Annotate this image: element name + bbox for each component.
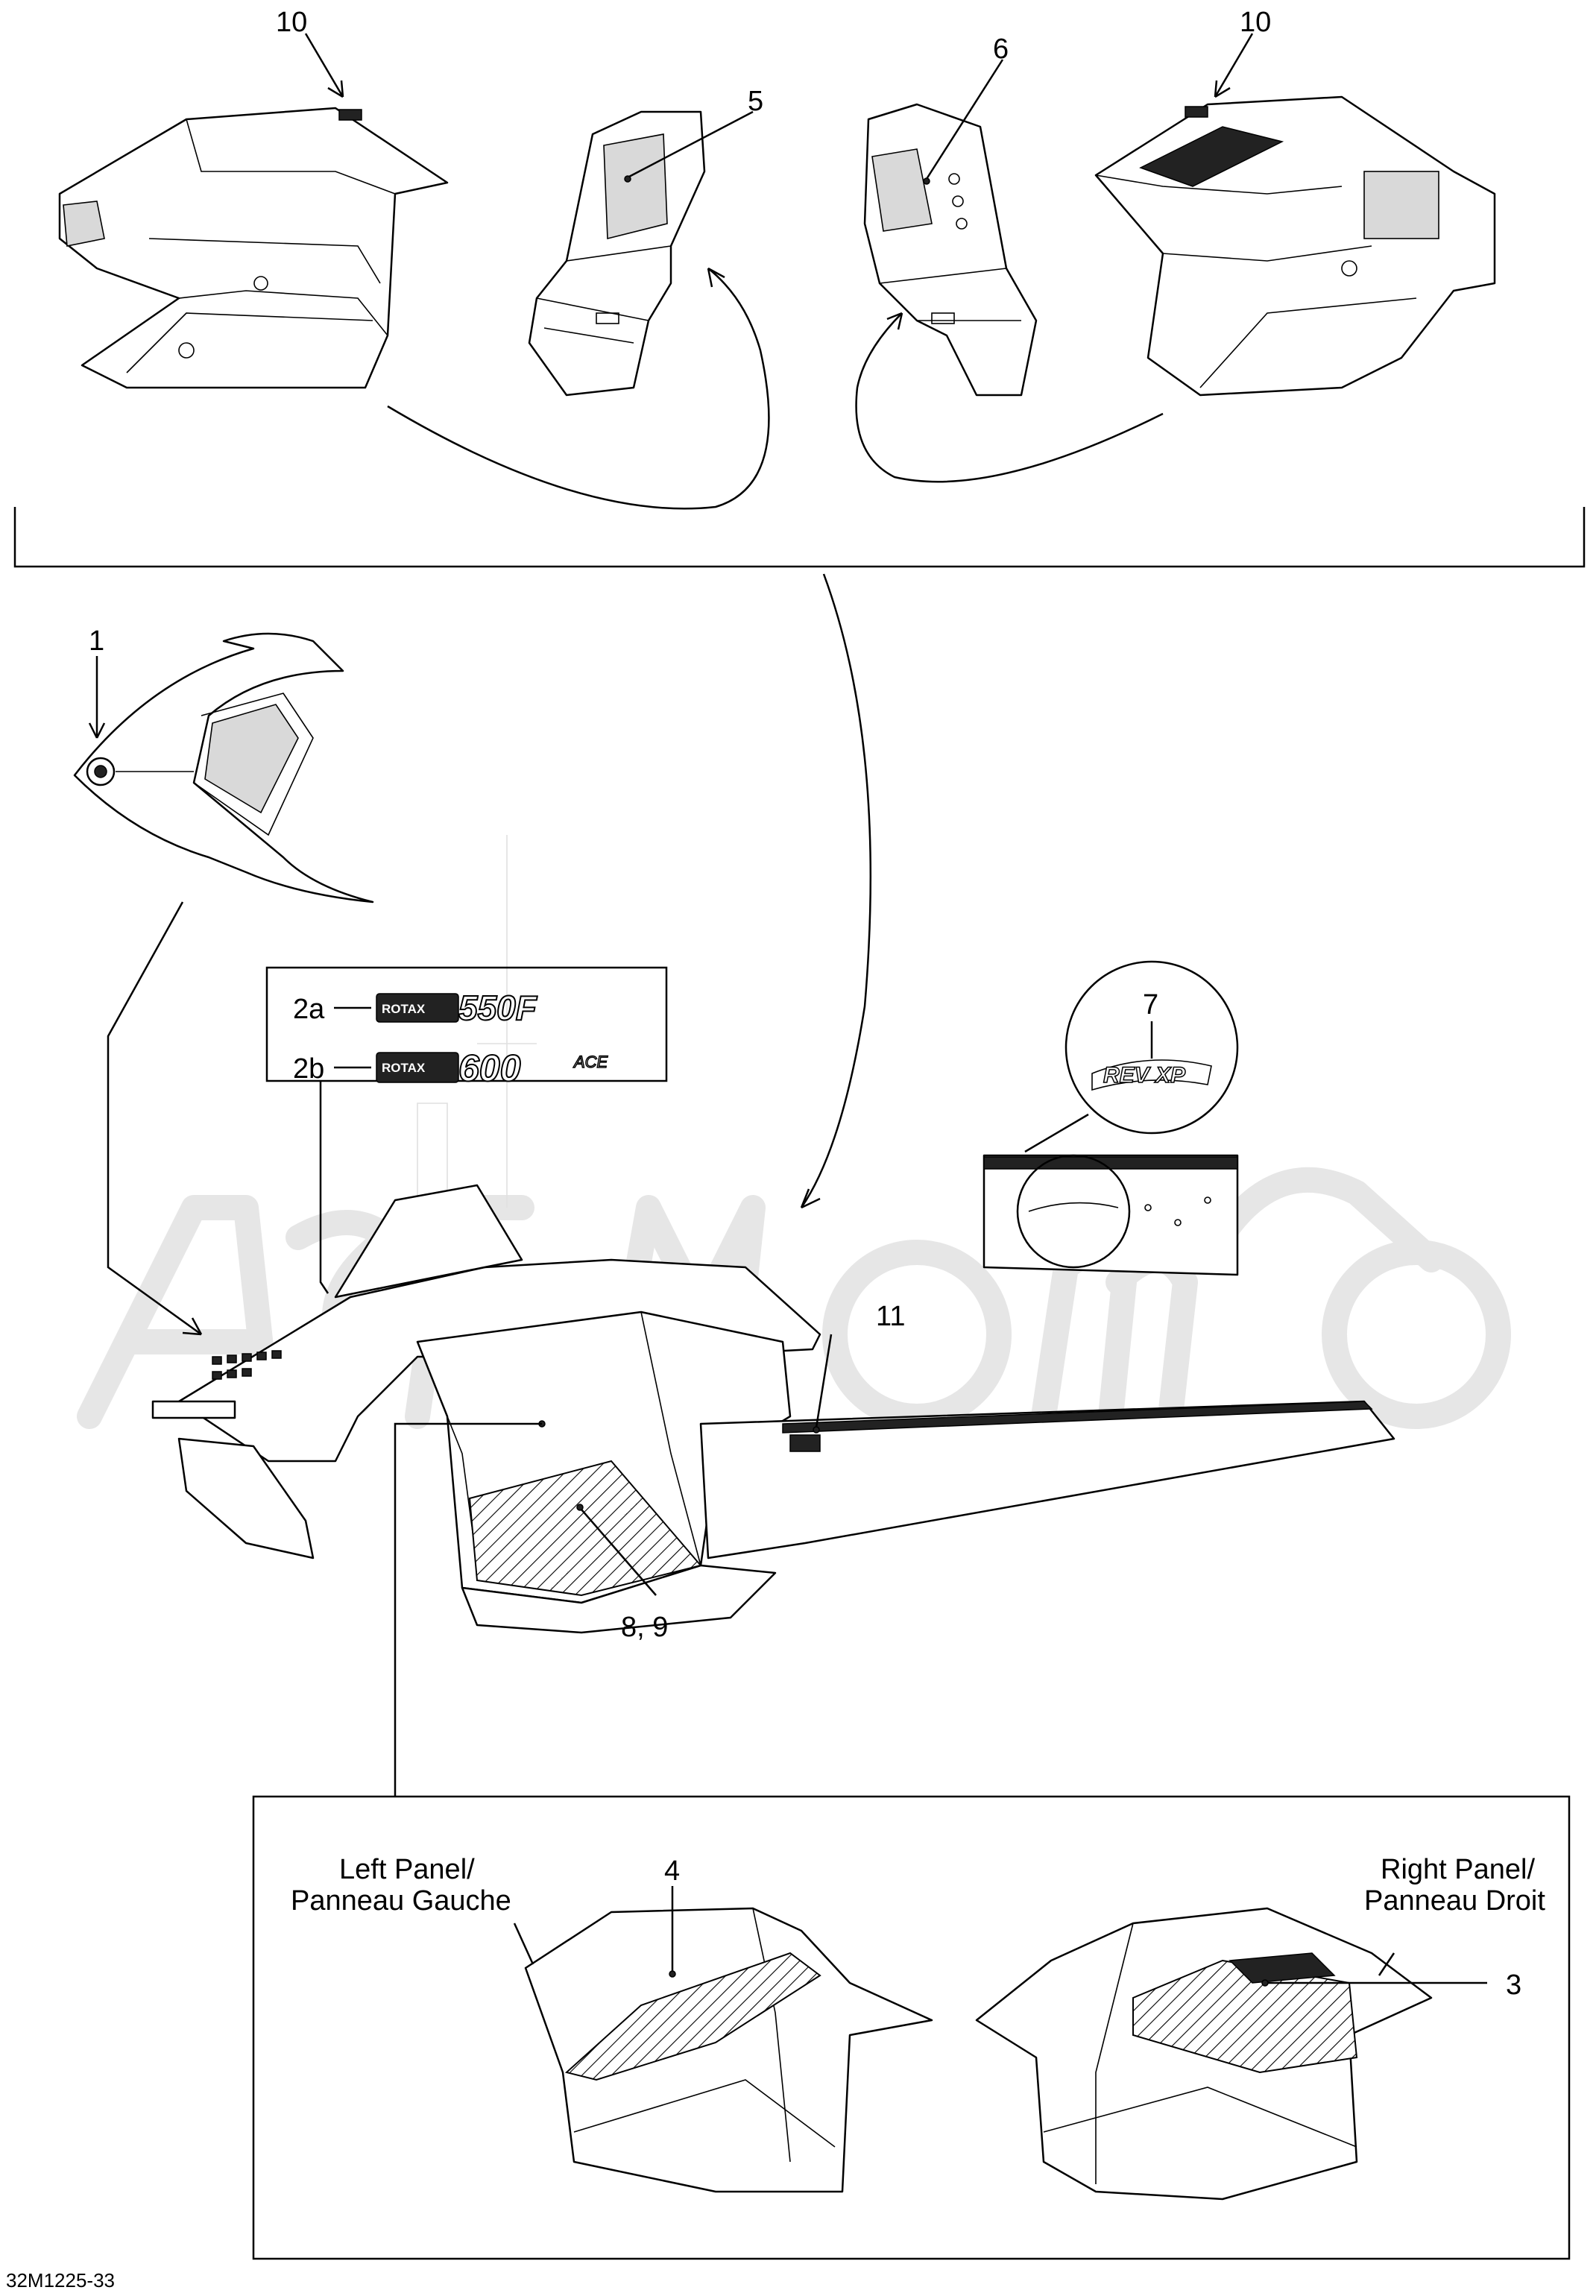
hood-nose-part	[73, 632, 374, 903]
upper-right-panel	[1094, 95, 1496, 397]
decal-2b-brand: ROTAX	[382, 1061, 426, 1075]
figure-reference: 32M1225-33	[6, 2269, 115, 2292]
top-leaders	[88, 33, 1254, 739]
callout-8-9: 8, 9	[621, 1612, 668, 1643]
callout-3: 3	[1506, 1969, 1521, 2001]
decal-2a-brand: ROTAX	[382, 1002, 426, 1016]
callout-2b: 2b	[293, 1053, 324, 1085]
callout-10-right: 10	[1240, 7, 1271, 38]
upper-left-panel	[58, 107, 449, 389]
right-panel-label-line1: Right Panel/	[1381, 1854, 1535, 1885]
callout-11: 11	[876, 1301, 905, 1332]
main-sled-leaders	[394, 1334, 833, 1797]
callout-5: 5	[748, 86, 763, 117]
left-panel-label-line1: Left Panel/	[339, 1854, 475, 1885]
panels-box	[252, 1795, 1571, 2260]
callout-10-left: 10	[276, 7, 307, 38]
callout-2a: 2a	[293, 994, 325, 1025]
decal-2b-suffix: ACE	[573, 1053, 608, 1071]
callout-7: 7	[1143, 989, 1158, 1021]
decal-7-text: REV XP	[1103, 1063, 1186, 1088]
hood-arrow	[182, 1317, 203, 1336]
decal-2b-model: 600	[458, 1047, 521, 1089]
rotax-decal-box	[265, 966, 668, 1294]
callout-6: 6	[993, 34, 1009, 65]
upper-left-insert	[528, 110, 706, 397]
main-sled-assembly	[151, 1184, 1395, 1634]
section-bracket	[13, 507, 1586, 1209]
hood-connector	[107, 901, 202, 1336]
right-panel-label-line2: Panneau Droit	[1364, 1885, 1545, 1917]
left-panel-label-line2: Panneau Gauche	[291, 1885, 511, 1917]
top-connectors	[387, 267, 1164, 510]
decal-2a-model: 550F	[458, 988, 538, 1027]
revxp-detail	[982, 960, 1239, 1276]
callout-1: 1	[89, 625, 104, 657]
upper-right-insert	[863, 103, 1038, 397]
callout-4: 4	[664, 1855, 680, 1887]
